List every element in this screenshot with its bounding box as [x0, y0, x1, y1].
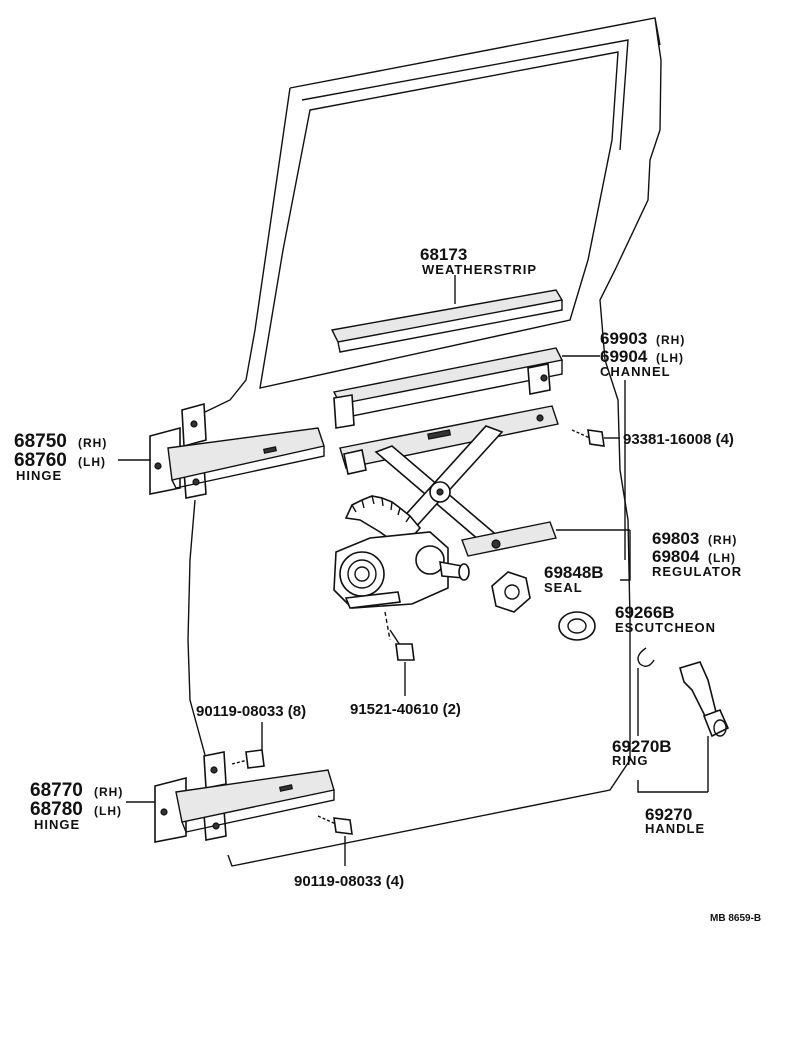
escutcheon-number: 69266B	[615, 603, 675, 622]
handle-part	[679, 661, 730, 792]
hinge-upper-name: HINGE	[16, 468, 62, 483]
hinge-upper-suffix-lh: (LH)	[78, 455, 106, 469]
label-bolt-90119-8: 90119-08033 (8)	[196, 703, 306, 720]
hinge-lower-number-lh: 68780	[30, 799, 83, 820]
regulator-suffix-lh: (LH)	[708, 551, 736, 565]
channel-number-lh: 69904	[600, 347, 648, 366]
bolt-91521-part	[389, 629, 415, 696]
regulator-number-lh: 69804	[652, 547, 700, 566]
figure-reference: MB 8659-B	[710, 913, 761, 924]
label-bolt-93381: 93381-16008 (4)	[623, 431, 734, 448]
channel-part	[332, 347, 600, 429]
label-ring: 69270B RING	[612, 737, 672, 768]
label-escutcheon: 69266B ESCUTCHEON	[615, 603, 716, 635]
hinge-upper-suffix-rh: (RH)	[78, 436, 107, 450]
upper-hinge-part	[118, 402, 325, 499]
bolt-90119-8-number: 90119-08033 (8)	[196, 703, 306, 720]
ring-part	[637, 647, 655, 736]
ring-number: 69270B	[612, 737, 672, 756]
leader-lines	[620, 380, 708, 793]
label-bolt-90119-4: 90119-08033 (4)	[294, 873, 404, 890]
bolt-90119-4-part	[317, 815, 353, 866]
ring-name: RING	[612, 753, 649, 768]
handle-name: HANDLE	[645, 821, 705, 836]
label-seal: 69848B SEAL	[544, 563, 604, 595]
bolt-93381-number: 93381-16008 (4)	[623, 431, 734, 448]
escutcheon-part	[558, 611, 596, 641]
channel-suffix-lh: (LH)	[656, 351, 684, 365]
seal-name: SEAL	[544, 580, 583, 595]
channel-name: CHANNEL	[600, 364, 671, 379]
regulator-suffix-rh: (RH)	[708, 533, 737, 547]
seal-part	[491, 571, 531, 613]
channel-suffix-rh: (RH)	[656, 333, 685, 347]
channel-number-rh: 69903	[600, 329, 647, 348]
weatherstrip-part	[330, 275, 564, 353]
door-panel	[187, 17, 662, 867]
hinge-lower-number-rh: 68770	[30, 780, 83, 801]
hinge-upper-number-rh: 68750	[14, 431, 67, 452]
label-bolt-91521: 91521-40610 (2)	[350, 701, 461, 718]
label-hinge-lower: 68770 (RH) 68780 (LH) HINGE	[30, 780, 123, 832]
regulator-part	[333, 405, 630, 641]
label-channel: 69903 (RH) 69904 (LH) CHANNEL	[600, 329, 685, 379]
hinge-lower-suffix-lh: (LH)	[94, 804, 122, 818]
weatherstrip-number: 68173	[420, 245, 467, 264]
label-weatherstrip: 68173 WEATHERSTRIP	[420, 245, 537, 277]
label-hinge-upper: 68750 (RH) 68760 (LH) HINGE	[14, 431, 107, 483]
handle-number: 69270	[645, 805, 692, 824]
seal-number: 69848B	[544, 563, 604, 582]
bolt-90119-4-number: 90119-08033 (4)	[294, 873, 404, 890]
hinge-lower-name: HINGE	[34, 817, 80, 832]
weatherstrip-name: WEATHERSTRIP	[422, 262, 537, 277]
label-handle: 69270 HANDLE	[645, 805, 705, 836]
label-regulator: 69803 (RH) 69804 (LH) REGULATOR	[652, 529, 742, 579]
regulator-number-rh: 69803	[652, 529, 699, 548]
hinge-upper-number-lh: 68760	[14, 450, 67, 471]
lower-hinge-part	[126, 751, 335, 843]
bolt-93381-part	[571, 429, 620, 447]
regulator-name: REGULATOR	[652, 564, 742, 579]
bolt-90119-8-part	[231, 722, 265, 769]
hinge-lower-suffix-rh: (RH)	[94, 785, 123, 799]
escutcheon-name: ESCUTCHEON	[615, 620, 716, 635]
bolt-91521-number: 91521-40610 (2)	[350, 701, 461, 718]
